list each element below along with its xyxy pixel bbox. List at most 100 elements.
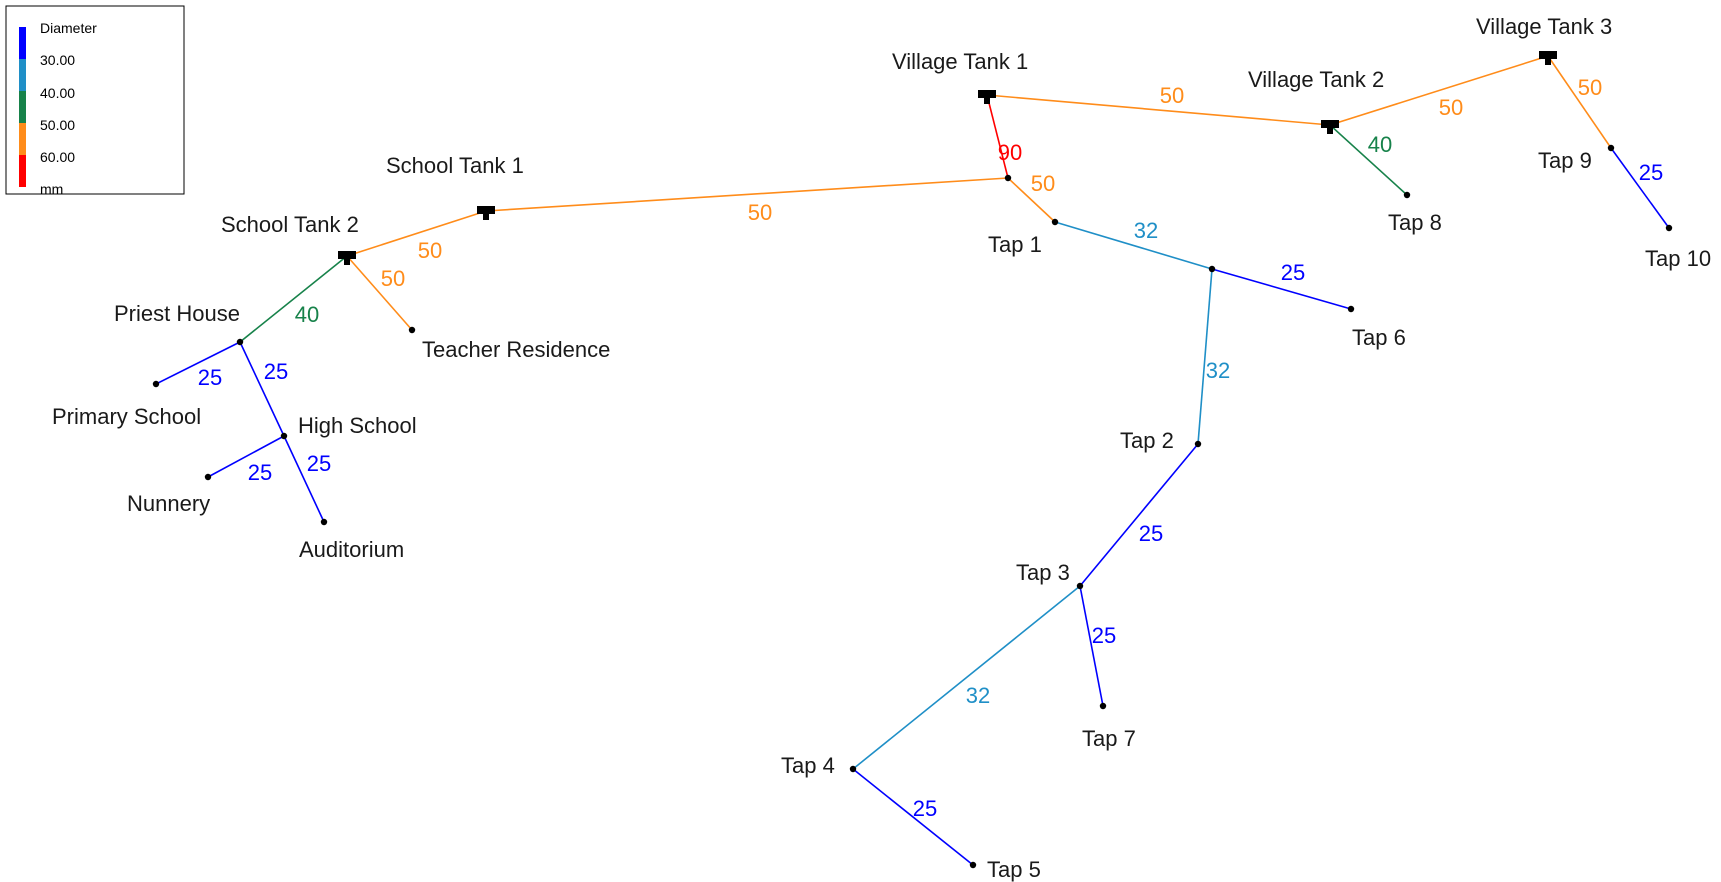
- nodes-layer: [152, 51, 1673, 869]
- pipe-tap9-tap10: [1610, 147, 1670, 229]
- pipe-diameter-label: 25: [264, 359, 288, 384]
- node-labels-layer: Village Tank 1 Village Tank 2 Village Tank…: [52, 14, 1711, 882]
- node-label-st1: School Tank 1: [386, 153, 524, 178]
- pipe-vt3-tap9: [1547, 55, 1612, 149]
- junction-node: [152, 380, 160, 388]
- node-label-teacher: Teacher Residence: [422, 337, 610, 362]
- node-label-auditorium: Auditorium: [299, 537, 404, 562]
- tank-body: [1321, 120, 1339, 128]
- pipe-st1-st2: [346, 210, 487, 257]
- junction-node: [1194, 440, 1202, 448]
- tank-stem: [483, 213, 489, 220]
- pipe-j6-tap6: [1211, 268, 1352, 310]
- pipe-tap1-j6: [1054, 221, 1213, 270]
- legend-frame: [5, 5, 185, 195]
- pipe-diameter-label: 50: [1439, 95, 1463, 120]
- junction-node: [1051, 218, 1059, 226]
- node-label-tap7: Tap 7: [1082, 726, 1136, 751]
- legend-title: Diameter: [40, 20, 97, 36]
- pipe-diameter-label: 50: [748, 200, 772, 225]
- pipe-diameter-label: 25: [1139, 521, 1163, 546]
- node-label-tap1: Tap 1: [988, 232, 1042, 257]
- node-label-tap9: Tap 9: [1538, 148, 1592, 173]
- pipe-diameter-label: 25: [248, 460, 272, 485]
- pipe-diameter-label: 40: [295, 302, 319, 327]
- tank-body: [978, 90, 996, 98]
- junction-node: [280, 432, 288, 440]
- legend-swatch-5: [19, 155, 26, 187]
- pipe-diameter-label: 50: [1578, 75, 1602, 100]
- tank-icon: [338, 251, 356, 265]
- legend-entry-3: 50.00: [40, 117, 75, 133]
- pipe-diameter-label: 25: [307, 451, 331, 476]
- tank-icon: [1321, 120, 1339, 134]
- pipe-diameter-label: 32: [966, 683, 990, 708]
- tank-stem: [1545, 58, 1551, 65]
- legend-swatch-4: [19, 123, 26, 155]
- junction-node: [1208, 265, 1216, 273]
- pipe-j6-tap2: [1197, 268, 1213, 445]
- pipe-priest-high: [239, 341, 285, 437]
- junction-node: [1607, 144, 1615, 152]
- node-label-tap8: Tap 8: [1388, 210, 1442, 235]
- junction-node: [204, 473, 212, 481]
- junction-node: [849, 765, 857, 773]
- pipe-vt1-j1: [986, 94, 1009, 179]
- legend-entry-4: 60.00: [40, 149, 75, 165]
- pipe-diameter-label: 25: [913, 796, 937, 821]
- node-label-tap4: Tap 4: [781, 753, 835, 778]
- tank-icon: [978, 90, 996, 104]
- pipe-diameter-label: 90: [998, 140, 1022, 165]
- node-label-priest: Priest House: [114, 301, 240, 326]
- pipe-tap3-tap7: [1079, 585, 1104, 707]
- junction-node: [1665, 224, 1673, 232]
- pipe-diameter-label: 50: [418, 238, 442, 263]
- pipe-diameter-label: 25: [1281, 260, 1305, 285]
- node-label-tap6: Tap 6: [1352, 325, 1406, 350]
- node-label-st2: School Tank 2: [221, 212, 359, 237]
- pipe-priest-primary: [155, 341, 241, 385]
- pipe-vt2-vt3: [1329, 55, 1549, 126]
- node-label-nunnery: Nunnery: [127, 491, 210, 516]
- tank-stem: [1327, 127, 1333, 134]
- legend-entry-2: 40.00: [40, 85, 75, 101]
- node-label-high: High School: [298, 413, 417, 438]
- tank-body: [1539, 51, 1557, 59]
- pipe-diameter-label: 32: [1134, 218, 1158, 243]
- node-label-tap10: Tap 10: [1645, 246, 1711, 271]
- node-label-tap2: Tap 2: [1120, 428, 1174, 453]
- pipe-tap2-tap3: [1079, 443, 1199, 587]
- node-label-primary: Primary School: [52, 404, 201, 429]
- pipe-diameter-label: 50: [381, 266, 405, 291]
- node-label-tap3: Tap 3: [1016, 560, 1070, 585]
- node-label-vt1: Village Tank 1: [892, 49, 1028, 74]
- junction-node: [1347, 305, 1355, 313]
- pipe-vt2-tap8: [1329, 124, 1408, 196]
- node-label-vt2: Village Tank 2: [1248, 67, 1384, 92]
- tank-stem: [344, 258, 350, 265]
- tank-body: [477, 206, 495, 214]
- pipe-diameter-label: 25: [1639, 160, 1663, 185]
- pipe-st2-priest: [239, 255, 348, 343]
- tank-icon: [1539, 51, 1557, 65]
- junction-node: [1004, 174, 1012, 182]
- junction-node: [408, 326, 416, 334]
- junction-node: [1099, 702, 1107, 710]
- legend-swatch-2: [19, 59, 26, 91]
- pipe-diameter-label: 25: [198, 365, 222, 390]
- junction-node: [320, 518, 328, 526]
- pipe-diameter-label: 32: [1206, 358, 1230, 383]
- pipe-tap4-tap5: [852, 768, 974, 866]
- node-label-vt3: Village Tank 3: [1476, 14, 1612, 39]
- junction-node: [1076, 582, 1084, 590]
- pipe-high-nunnery: [207, 435, 285, 478]
- pipe-diameter-label: 50: [1160, 83, 1184, 108]
- pipe-diameter-label: 50: [1031, 171, 1055, 196]
- pipe-j1-st1: [485, 177, 1009, 212]
- pipes-layer: [155, 55, 1670, 866]
- tank-icon: [477, 206, 495, 220]
- node-label-tap5: Tap 5: [987, 857, 1041, 882]
- pipe-j1-tap1: [1007, 177, 1056, 223]
